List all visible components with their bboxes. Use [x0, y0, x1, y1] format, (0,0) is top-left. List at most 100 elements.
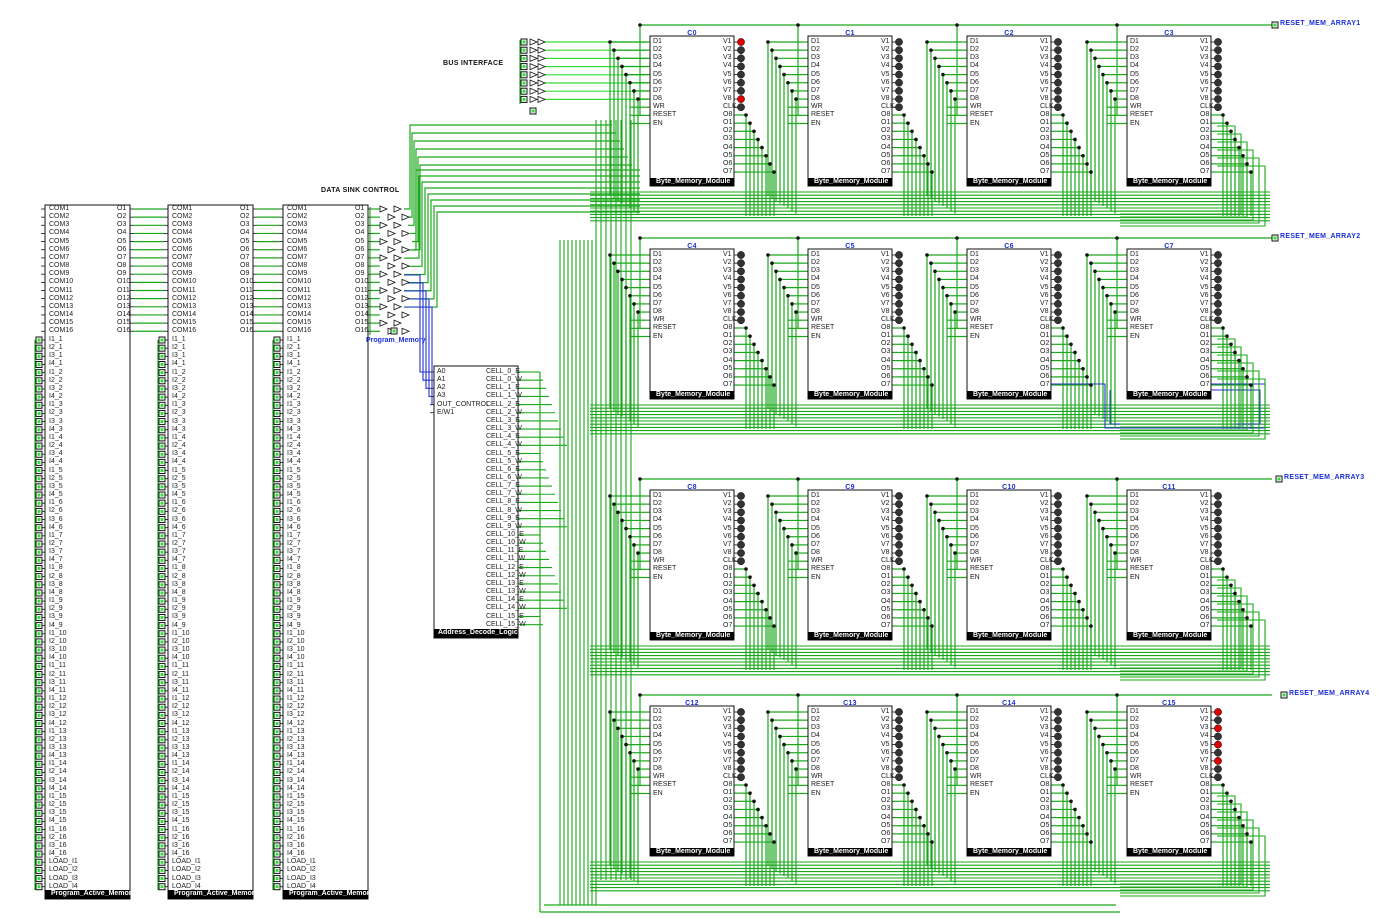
module-left-pin-label: D1 [653, 38, 662, 45]
pin-box-fill [37, 885, 41, 889]
program-memory-input-label: I1_8 [287, 564, 301, 572]
pin-box-fill [160, 803, 164, 807]
program-memory-input-label: I3_7 [49, 548, 63, 556]
program-memory-input-label: I2_16 [287, 833, 305, 841]
led-off-icon [1054, 549, 1062, 557]
pin-box-fill [160, 354, 164, 358]
junction-dot [774, 510, 778, 515]
wire [414, 164, 632, 251]
module-left-pin-label: D1 [653, 251, 662, 258]
reset-mem-array-label: RESET_MEM_ARRAY2 [1280, 233, 1361, 240]
junction-dot [794, 551, 798, 555]
module-left-pin-label: EN [1130, 332, 1140, 340]
junction-dot [796, 236, 800, 240]
module-out-pin-label: O3 [723, 348, 733, 356]
program-memory-input-label: I3_3 [172, 417, 186, 425]
junction-dot [624, 742, 628, 747]
program-memory-com-label: COM12 [49, 294, 74, 302]
module-left-pin-label: D2 [970, 259, 979, 267]
program-memory-com-label: COM6 [172, 245, 193, 253]
module-left-pin-label: D3 [1130, 54, 1139, 62]
led-off-icon [737, 275, 745, 284]
pin-box-fill [37, 754, 41, 758]
led-off-icon [1214, 765, 1222, 773]
module-right-pin-label: V3 [723, 724, 732, 732]
led-off-icon [1214, 716, 1222, 725]
pin-box-fill [275, 689, 279, 693]
module-left-pin-label: EN [811, 119, 821, 127]
led-off-icon [1054, 87, 1062, 95]
junction-dot [1113, 767, 1117, 771]
program-memory-input-label: I3_12 [172, 711, 190, 719]
pin-box-fill [275, 624, 279, 628]
junction-dot [1221, 783, 1225, 787]
program-memory-out-label: O9 [355, 270, 365, 278]
module-out-pin-label: O5 [881, 364, 891, 372]
led-off-icon [1054, 748, 1062, 757]
program-memory-out-label: O10 [355, 278, 369, 286]
module-left-pin-label: D2 [811, 259, 820, 267]
program-memory-input-label: I1_9 [287, 597, 301, 605]
junction-dot [910, 129, 914, 134]
module-out-pin-label: O7 [1200, 168, 1210, 176]
module-right-pin-label: V4 [1040, 275, 1049, 283]
pin-box-fill [37, 819, 41, 823]
program-memory-input-label: I3_10 [49, 646, 67, 654]
byte-memory-module [966, 35, 1052, 187]
junction-dot [933, 726, 937, 731]
module-right-pin-label: V5 [881, 283, 890, 291]
tristate-buffer [393, 237, 403, 246]
pin-box-fill [160, 648, 164, 652]
program-memory-com-label: COM12 [172, 294, 197, 302]
program-memory-input-label: I4_14 [49, 784, 67, 792]
module-right-pin-label: V2 [881, 46, 890, 54]
program-memory-input-label: I4_2 [172, 393, 186, 401]
pin-box-fill [37, 518, 41, 522]
program-memory-input-label: I4_12 [287, 719, 305, 727]
junction-dot [918, 358, 922, 363]
junction-dot [1249, 170, 1253, 174]
pin-box-fill [160, 689, 164, 693]
junction-dot [925, 253, 929, 257]
module-left-pin-label: D5 [811, 740, 820, 748]
module-left-pin-label: D3 [811, 267, 820, 275]
pin-box-fill [37, 681, 41, 685]
tristate-buffer [387, 262, 397, 270]
program-memory-com-label: COM7 [287, 253, 308, 261]
junction-dot [608, 253, 612, 257]
wire [1120, 603, 1254, 675]
program-memory-com-label: COM10 [287, 278, 312, 286]
pin-box-fill [275, 648, 279, 652]
module-left-pin-label: D4 [970, 275, 979, 283]
module-left-pin-label: D2 [653, 716, 662, 724]
junction-dot [764, 366, 768, 371]
program-memory-out-label: O15 [240, 319, 254, 327]
module-left-pin-label: RESET [811, 324, 835, 332]
module-left-pin-label: D6 [811, 748, 820, 756]
module-left-pin-label: WR [653, 773, 665, 781]
junction-dot [616, 510, 620, 515]
module-out-pin-label: O6 [1200, 159, 1210, 167]
led-off-icon [1214, 267, 1222, 276]
pin-box-fill [275, 836, 279, 840]
decoder-output-label: CELL_13_E [486, 579, 524, 587]
program-memory-input-label: I4_4 [49, 458, 63, 466]
program-memory-input-label: I1_11 [49, 662, 66, 670]
junction-dot [1081, 153, 1085, 158]
module-left-pin-label: WR [811, 316, 823, 324]
program-active-memory-block [282, 204, 369, 900]
pin-box-fill [160, 469, 164, 473]
led-off-icon [895, 532, 903, 541]
program-memory-input-label: I3_4 [287, 450, 301, 458]
program-memory-input-label: I2_8 [49, 572, 63, 580]
junction-dot [941, 285, 945, 290]
pin-box-fill [160, 615, 164, 619]
pin-box-fill [275, 803, 279, 807]
module-left-pin-label: D8 [811, 765, 820, 773]
program-memory-out-label: O9 [240, 270, 250, 278]
module-right-pin-label: V3 [1200, 54, 1209, 62]
led-off-icon [895, 251, 903, 259]
program-memory-input-label: I3_12 [287, 711, 305, 719]
module-right-pin-label: V1 [723, 38, 732, 45]
